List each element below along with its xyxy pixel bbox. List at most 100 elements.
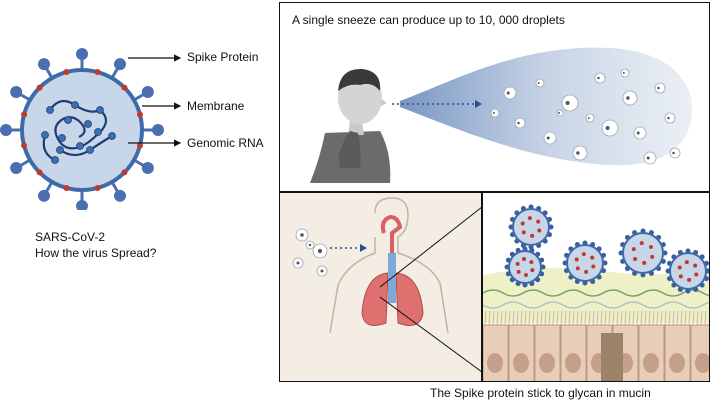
membrane-marker: [136, 142, 143, 149]
droplet-virus: [565, 101, 570, 105]
membrane-marker: [121, 84, 128, 91]
cilium: [680, 310, 683, 326]
virus-marker: [581, 252, 586, 257]
cilium: [568, 310, 571, 326]
virus-marker: [590, 255, 595, 260]
epithelial-cell: [690, 324, 709, 381]
droplet: [654, 82, 666, 94]
cilium: [596, 310, 599, 326]
cilium: [648, 310, 651, 326]
cilium: [608, 310, 611, 326]
cilium: [696, 310, 699, 326]
cilium: [668, 310, 671, 326]
attached-viruses: [504, 204, 709, 294]
virus-marker: [648, 244, 653, 249]
attached-virus: [562, 240, 608, 286]
spike-head: [114, 58, 126, 71]
rna-bead: [76, 142, 84, 150]
spike-head: [141, 162, 154, 174]
sneeze-illustration: [310, 47, 693, 183]
droplet: [643, 151, 657, 165]
droplet: [561, 94, 579, 112]
mucin-panel: [482, 192, 710, 382]
virus-marker: [633, 257, 638, 262]
virus-marker: [537, 228, 542, 233]
spike-head: [76, 48, 88, 60]
cilium: [588, 310, 591, 326]
cilium: [616, 310, 619, 326]
droplet-virus: [546, 136, 550, 140]
cilium: [620, 310, 623, 326]
cell-nucleus: [643, 353, 659, 373]
rna-bead: [64, 116, 72, 124]
droplet: [585, 113, 595, 123]
cilium: [692, 310, 695, 326]
droplet: [514, 117, 526, 129]
rna-bead: [84, 120, 92, 128]
virus-marker: [694, 272, 699, 277]
droplet-virus: [587, 117, 590, 119]
rna-bead: [86, 146, 94, 154]
spike-head: [10, 86, 23, 98]
droplet: [669, 147, 681, 159]
droplet: [633, 126, 647, 140]
cilium: [572, 310, 575, 326]
cell-nucleus: [669, 353, 685, 373]
virus-marker: [516, 269, 521, 274]
cilium: [656, 310, 659, 326]
virus-marker: [650, 254, 655, 259]
virus-marker: [678, 274, 683, 279]
membrane-marker: [136, 111, 143, 118]
virus-marker: [522, 257, 527, 262]
cilium: [536, 310, 539, 326]
rna-bead: [71, 101, 79, 109]
attached-virus: [508, 204, 554, 250]
droplet-virus: [657, 86, 660, 90]
virus-marker: [536, 219, 541, 224]
virus-marker: [530, 233, 535, 238]
inhaled-droplet-virus: [296, 261, 300, 265]
droplet: [572, 145, 588, 161]
cilium: [512, 310, 515, 326]
virus-marker: [687, 277, 692, 282]
cilium: [612, 310, 615, 326]
cilium: [672, 310, 675, 326]
epithelium-illustration: [483, 193, 709, 381]
cilium: [580, 310, 583, 326]
epithelial-cells: [483, 324, 709, 381]
virus-diagram: [0, 48, 164, 210]
virus-caption-question: How the virus Spread?: [35, 246, 157, 260]
cilium: [632, 310, 635, 326]
sneeze-spray: [400, 47, 693, 166]
membrane-marker: [36, 84, 43, 91]
cilium: [688, 310, 691, 326]
cilium: [628, 310, 631, 326]
spike-head: [76, 200, 88, 210]
spike-head: [152, 124, 164, 136]
inhale-arrowhead: [360, 244, 367, 252]
person-sneezing: [310, 68, 391, 183]
rna-bead: [51, 156, 59, 164]
cell-nucleus: [565, 353, 581, 373]
sneeze-panel: A single sneeze can produce up to 10, 00…: [279, 2, 710, 192]
cilia: [484, 310, 709, 326]
rna-bead: [46, 106, 54, 114]
virus-marker: [520, 221, 525, 226]
virus-marker: [642, 260, 647, 265]
spike-head: [10, 162, 23, 174]
inhaled-droplets: [292, 228, 328, 277]
cilium: [556, 310, 559, 326]
inhaled-droplet-virus: [308, 243, 312, 247]
rna-bead: [96, 106, 104, 114]
droplet-virus: [537, 82, 540, 84]
virus-marker: [527, 216, 532, 221]
membrane-markers: [21, 69, 143, 191]
cilium: [540, 310, 543, 326]
label-spike-protein: Spike Protein: [187, 50, 259, 64]
virus-marker: [575, 266, 580, 271]
cilium: [524, 310, 527, 326]
cilium: [504, 310, 507, 326]
cilium: [548, 310, 551, 326]
droplet-virus: [605, 126, 610, 130]
droplet-virus: [626, 96, 630, 100]
